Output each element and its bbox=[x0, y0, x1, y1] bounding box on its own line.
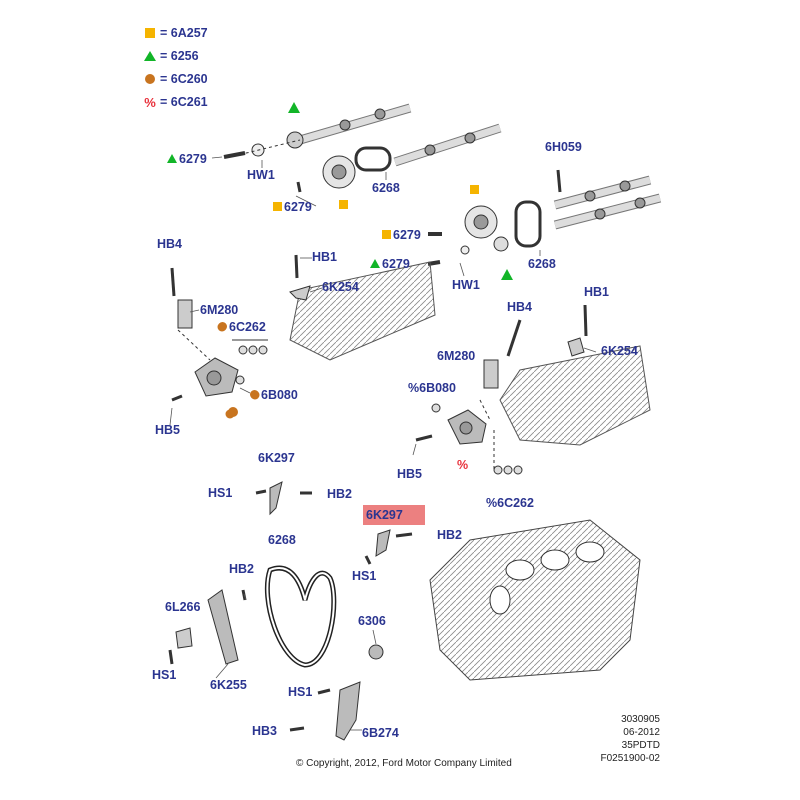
guide-6k297-right bbox=[375, 529, 391, 557]
drawing-reference: 3030905 06-2012 35PDTD F0251900-02 bbox=[590, 713, 661, 765]
callout-hs1[interactable]: HS1 bbox=[352, 569, 377, 583]
camshaft-left-upper bbox=[286, 103, 412, 149]
callout-text: 6B080 bbox=[261, 388, 298, 402]
callout-text: %6B080 bbox=[408, 381, 456, 395]
phaser-hw1-right bbox=[493, 236, 509, 252]
callout-6c262[interactable]: 6C262 bbox=[218, 320, 266, 334]
guide-6b274 bbox=[335, 681, 361, 741]
callout-6279[interactable]: 6279 bbox=[370, 257, 410, 271]
engine-block bbox=[429, 519, 641, 681]
marker-square-1 bbox=[339, 200, 348, 209]
callout-6k254[interactable]: 6K254 bbox=[322, 280, 359, 294]
bracket-6k254-left bbox=[289, 285, 311, 301]
tensioner-6l266 bbox=[175, 627, 193, 649]
triangle-icon bbox=[167, 154, 177, 163]
callout-6306[interactable]: 6306 bbox=[358, 614, 386, 628]
triangle-icon bbox=[142, 49, 158, 63]
callout-text: 6279 bbox=[179, 152, 207, 166]
ref-line: 3030905 bbox=[621, 714, 660, 725]
ref-line: 35PDTD bbox=[621, 740, 660, 751]
callout-hs1[interactable]: HS1 bbox=[288, 685, 313, 699]
legend-item-circle: = 6C260 bbox=[142, 71, 208, 87]
callout-6k297[interactable]: 6K297 bbox=[258, 451, 295, 465]
marker-square-2 bbox=[470, 185, 479, 194]
callout-text: 6279 bbox=[284, 200, 312, 214]
callout-hs1[interactable]: HS1 bbox=[208, 486, 233, 500]
callout-6m280[interactable]: 6M280 bbox=[437, 349, 476, 363]
triangle-icon bbox=[370, 259, 380, 268]
callout-text: 6279 bbox=[393, 228, 421, 242]
sprocket-upper bbox=[322, 155, 356, 189]
legend-label: = 6256 bbox=[160, 49, 199, 63]
circle-icon bbox=[142, 72, 158, 86]
camshaft-right-upper bbox=[553, 175, 662, 230]
callout-6b080[interactable]: 6B080 bbox=[250, 388, 298, 402]
callout-6c262[interactable]: %6C262 bbox=[486, 496, 534, 510]
circle-icon bbox=[218, 322, 227, 331]
guide-6k297-left bbox=[269, 481, 283, 516]
legend-label: = 6C260 bbox=[160, 72, 208, 86]
legend-label: = 6A257 bbox=[160, 26, 208, 40]
callout-hw1[interactable]: HW1 bbox=[452, 278, 480, 292]
square-icon bbox=[142, 26, 158, 40]
camshaft-left-lower bbox=[393, 123, 502, 167]
marker-circle-1 bbox=[225, 409, 235, 419]
legend-item-percent: % = 6C261 bbox=[142, 94, 208, 110]
callout-hb5[interactable]: HB5 bbox=[155, 423, 181, 437]
callout-hb2[interactable]: HB2 bbox=[437, 528, 463, 542]
chain-right bbox=[514, 200, 542, 248]
legend-label: = 6C261 bbox=[160, 95, 208, 109]
callout-hb2[interactable]: HB2 bbox=[229, 562, 255, 576]
callout-6l266[interactable]: 6L266 bbox=[165, 600, 201, 614]
callout-6279[interactable]: 6279 bbox=[167, 152, 207, 166]
circle-icon bbox=[250, 390, 259, 399]
callout-hb4[interactable]: HB4 bbox=[507, 300, 533, 314]
callout-6h059[interactable]: 6H059 bbox=[545, 140, 582, 154]
tensioner-arm-6k255 bbox=[207, 589, 239, 665]
ref-line: F0251900-02 bbox=[600, 753, 661, 764]
crank-sprocket-6306 bbox=[368, 644, 384, 660]
cylinder-head-right bbox=[499, 345, 651, 446]
callout-hb1[interactable]: HB1 bbox=[312, 250, 338, 264]
legend-item-square: = 6A257 bbox=[142, 25, 208, 41]
marker-triangle-2 bbox=[501, 269, 513, 280]
percent-icon: % bbox=[144, 94, 156, 110]
ref-line: 06-2012 bbox=[623, 727, 660, 738]
marker-triangle-1 bbox=[288, 102, 300, 113]
callout-6b080[interactable]: %6B080 bbox=[408, 381, 456, 395]
callout-hb2[interactable]: HB2 bbox=[327, 487, 353, 501]
callout-6268[interactable]: 6268 bbox=[372, 181, 400, 195]
callout-hs1[interactable]: HS1 bbox=[152, 668, 177, 682]
callout-6279[interactable]: 6279 bbox=[273, 200, 312, 214]
callout-6k255[interactable]: 6K255 bbox=[210, 678, 247, 692]
bracket-6k254-right bbox=[567, 337, 585, 357]
callout-6279[interactable]: 6279 bbox=[382, 228, 421, 242]
copyright-text: © Copyright, 2012, Ford Motor Company Li… bbox=[296, 758, 512, 769]
callout-hb1[interactable]: HB1 bbox=[584, 285, 610, 299]
tensioner-right bbox=[415, 319, 523, 475]
square-icon bbox=[382, 230, 391, 239]
percent-icon: % bbox=[457, 458, 469, 472]
callout-text: 6C262 bbox=[229, 320, 266, 334]
square-icon bbox=[273, 202, 282, 211]
sprocket-right bbox=[464, 205, 498, 239]
callout-6k297-highlighted[interactable]: 6K297 bbox=[366, 508, 403, 522]
legend-item-triangle: = 6256 bbox=[142, 48, 199, 64]
callout-hw1[interactable]: HW1 bbox=[247, 168, 275, 182]
callout-6268[interactable]: 6268 bbox=[268, 533, 296, 547]
callout-hb4[interactable]: HB4 bbox=[157, 237, 183, 251]
tensioner-left bbox=[170, 267, 268, 417]
cylinder-head-left bbox=[289, 261, 436, 361]
callout-hb5[interactable]: HB5 bbox=[397, 467, 423, 481]
callout-text: 6279 bbox=[382, 257, 410, 271]
callout-6m280[interactable]: 6M280 bbox=[200, 303, 239, 317]
callout-6b274[interactable]: 6B274 bbox=[362, 726, 399, 740]
highlight-6k297 bbox=[363, 505, 425, 525]
callout-6268[interactable]: 6268 bbox=[528, 257, 556, 271]
callout-6k254[interactable]: 6K254 bbox=[601, 344, 638, 358]
callout-hb3[interactable]: HB3 bbox=[252, 724, 278, 738]
chain-upper bbox=[354, 146, 392, 172]
